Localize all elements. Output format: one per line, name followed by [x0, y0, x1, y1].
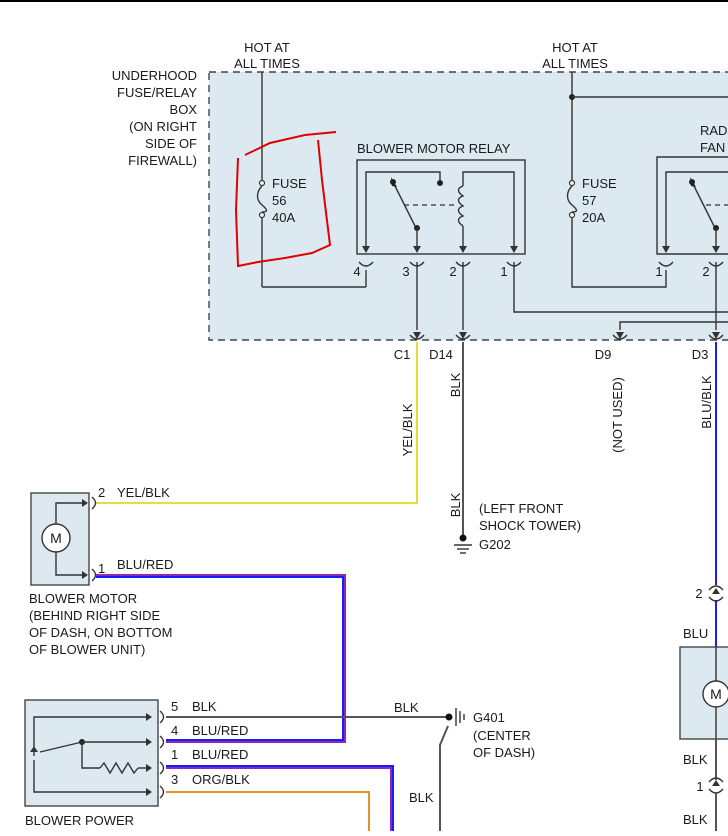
g401-label-1: G401 — [473, 710, 505, 725]
hot-label-1b: ALL TIMES — [234, 56, 300, 71]
resistor-wire-1-label: BLU/RED — [192, 747, 248, 762]
connector-d3: D3 — [692, 347, 709, 362]
wire-label-blk-2: BLK — [448, 492, 463, 517]
right-wire-blk-label: BLK — [683, 752, 708, 767]
right-connector-1 — [709, 778, 723, 793]
motor-pin-1: 1 — [98, 561, 105, 576]
blower-motor-desc-4: OF BLOWER UNIT) — [29, 642, 145, 657]
resistor-wire-3-label: ORG/BLK — [192, 772, 250, 787]
hot-label-2a: HOT AT — [552, 40, 598, 55]
right-connector-2 — [709, 586, 723, 601]
right-motor-symbol: M — [710, 686, 722, 702]
fuse-57-label: FUSE — [582, 176, 617, 191]
motor-pin-2: 2 — [98, 485, 105, 500]
fuse-box-label-3: BOX — [170, 102, 198, 117]
hot-label-1a: HOT AT — [244, 40, 290, 55]
relay-pin-2: 2 — [449, 264, 456, 279]
ground-g202-label-1: (LEFT FRONT — [479, 501, 563, 516]
relay-pin-4: 4 — [353, 264, 360, 279]
ground-g202-icon — [454, 535, 472, 554]
g401-label-3: OF DASH) — [473, 745, 535, 760]
blower-motor — [31, 493, 96, 585]
resistor-wire-5-label: BLK — [192, 699, 217, 714]
wire-label-yel-blk: YEL/BLK — [400, 403, 415, 456]
ground-g202-label-3: G202 — [479, 537, 511, 552]
blower-motor-desc-3: OF DASH, ON BOTTOM — [29, 625, 173, 640]
fuse-57-rating: 20A — [582, 210, 605, 225]
motor-wire-1-label: BLU/RED — [117, 557, 173, 572]
connector-d14: D14 — [429, 347, 453, 362]
ground-g401-icon — [446, 708, 465, 726]
rad-pin-2: 2 — [702, 264, 709, 279]
ground-g202-label-2: SHOCK TOWER) — [479, 518, 581, 533]
fuse-box-label-5: SIDE OF — [145, 136, 197, 151]
fuse-56-number: 56 — [272, 193, 286, 208]
resistor-pin-4: 4 — [171, 723, 178, 738]
fuse-56-rating: 40A — [272, 210, 295, 225]
g401-wire-label: BLK — [394, 700, 419, 715]
wire-label-blu-blk: BLU/BLK — [699, 375, 714, 429]
right-pin-2: 2 — [695, 586, 702, 601]
wire-label-blk-3: BLK — [409, 790, 434, 805]
right-wire-blu-label: BLU — [683, 626, 708, 641]
fuse-box-label-4: (ON RIGHT — [129, 119, 197, 134]
fuse-box-label-2: FUSE/RELAY — [117, 85, 197, 100]
wire-blk-g401-down — [440, 726, 448, 831]
rad-pin-1: 1 — [655, 264, 662, 279]
connector-c1: C1 — [394, 347, 411, 362]
fuse-box-label-6: FIREWALL) — [128, 153, 197, 168]
wire-label-blk-1: BLK — [448, 372, 463, 397]
relay-pin-1: 1 — [500, 264, 507, 279]
wire-org-blk — [166, 792, 369, 831]
fuse-57-number: 57 — [582, 193, 596, 208]
wire-label-not-used: (NOT USED) — [610, 377, 625, 453]
right-wire-blk-2-label: BLK — [683, 812, 708, 827]
motor-wire-2-label: YEL/BLK — [117, 485, 170, 500]
blower-motor-desc-1: BLOWER MOTOR — [29, 591, 137, 606]
blower-power-resistor — [25, 700, 164, 806]
rad-fan-title-1: RAD — [700, 123, 727, 138]
fuse-56-label: FUSE — [272, 176, 307, 191]
blower-power-title: BLOWER POWER — [25, 813, 134, 828]
connector-d9: D9 — [595, 347, 612, 362]
g401-label-2: (CENTER — [473, 728, 531, 743]
resistor-pin-5: 5 — [171, 699, 178, 714]
fuse-relay-box — [209, 72, 728, 340]
hot-label-2b: ALL TIMES — [542, 56, 608, 71]
resistor-wire-4-label: BLU/RED — [192, 723, 248, 738]
blower-relay-title: BLOWER MOTOR RELAY — [357, 141, 511, 156]
resistor-pin-3: 3 — [171, 772, 178, 787]
blower-motor-desc-2: (BEHIND RIGHT SIDE — [29, 608, 161, 623]
fuse-box-label-1: UNDERHOOD — [112, 68, 197, 83]
rad-fan-title-2: FAN — [700, 140, 725, 155]
resistor-pin-1: 1 — [171, 747, 178, 762]
right-pin-1: 1 — [696, 779, 703, 794]
blower-motor-symbol: M — [50, 530, 62, 546]
relay-pin-3: 3 — [402, 264, 409, 279]
wire-yel-blk — [96, 342, 417, 503]
